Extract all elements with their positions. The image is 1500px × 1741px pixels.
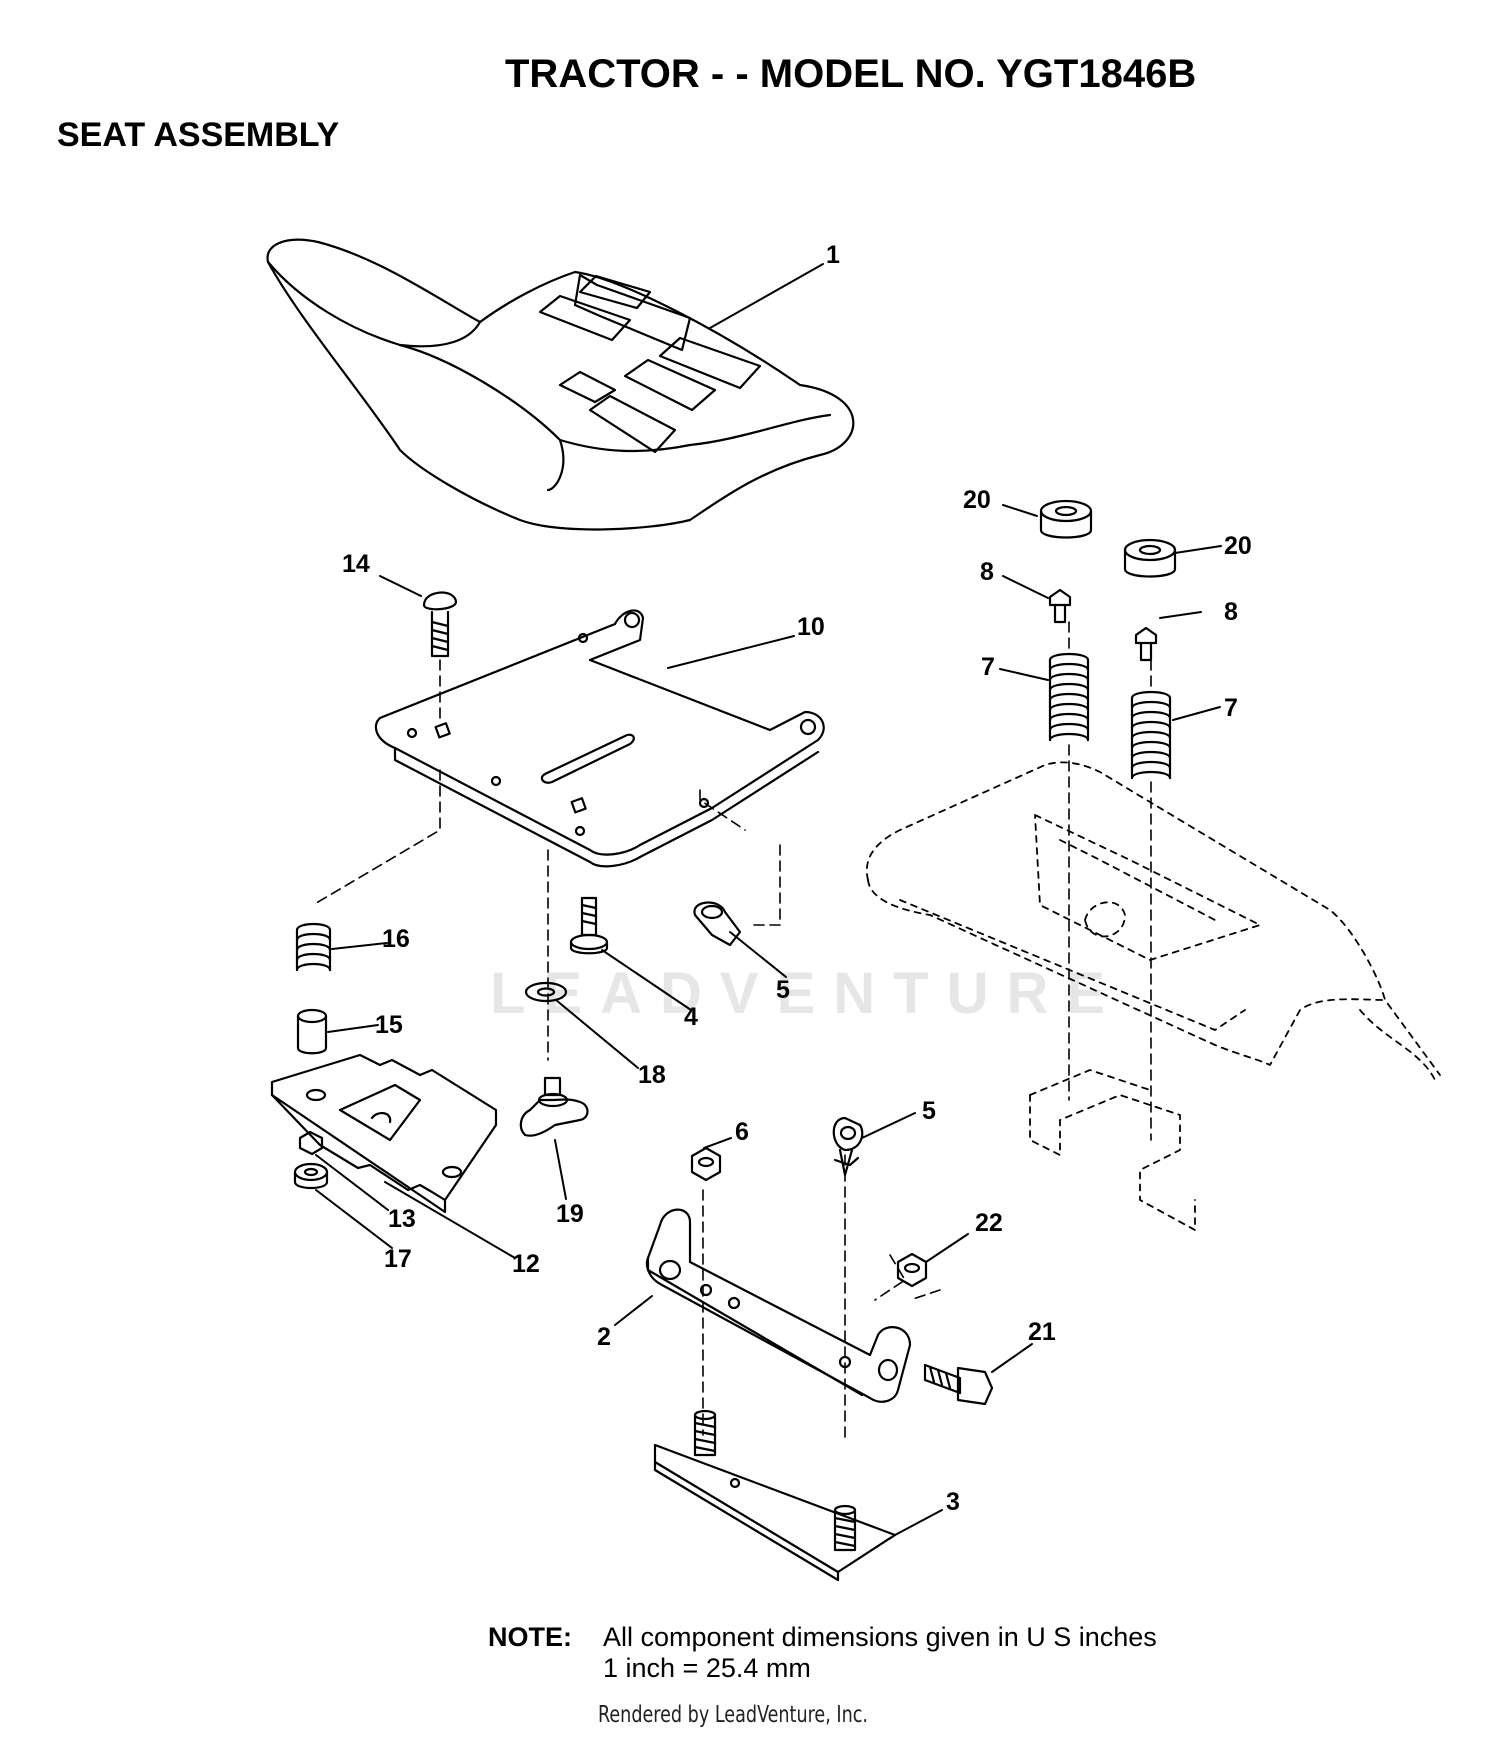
lock-washer-part xyxy=(293,1162,329,1190)
callout-21: 21 xyxy=(1028,1318,1056,1346)
spring-and-cap-parts xyxy=(1039,499,1177,780)
knob-part xyxy=(519,1076,589,1137)
footer-credit: Rendered by LeadVenture, Inc. xyxy=(598,1702,868,1728)
nut-part xyxy=(298,1130,324,1156)
flange-screw-part xyxy=(569,896,609,955)
callout-1: 1 xyxy=(826,241,840,269)
seat-pan-part xyxy=(374,609,825,868)
callout-labels: 1 2 3 4 5 5 6 7 7 8 8 10 12 13 14 15 16 … xyxy=(342,241,1252,1516)
callout-16: 16 xyxy=(382,925,410,953)
callout-7-right: 7 xyxy=(1224,694,1238,722)
clip-part-lower xyxy=(832,1116,864,1177)
callout-15: 15 xyxy=(375,1011,403,1039)
section-title: SEAT ASSEMBLY xyxy=(57,116,340,154)
watermark: LEADVENTURE xyxy=(490,961,1124,1026)
carriage-bolt-part xyxy=(422,591,458,658)
alignment-lines xyxy=(312,621,1152,1441)
callout-22: 22 xyxy=(975,1209,1003,1237)
hex-nut-part xyxy=(690,1146,722,1182)
callout-4: 4 xyxy=(684,1003,698,1031)
page-title: TRACTOR - - MODEL NO. YGT1846B xyxy=(505,52,1197,96)
note-label: NOTE: xyxy=(488,1622,572,1652)
callout-8-right: 8 xyxy=(1224,598,1238,626)
spacer-part xyxy=(296,1008,328,1055)
callout-8-left: 8 xyxy=(980,558,994,586)
slide-plate-part xyxy=(270,1053,498,1214)
flange-nut-part xyxy=(896,1252,928,1288)
washer-part xyxy=(524,981,568,1003)
callout-12: 12 xyxy=(512,1250,540,1278)
callout-20-right: 20 xyxy=(1224,532,1252,560)
callout-5-lower: 5 xyxy=(922,1097,936,1125)
callout-19: 19 xyxy=(556,1200,584,1228)
stud-plate-part xyxy=(653,1409,897,1582)
callout-5-upper: 5 xyxy=(776,976,790,1004)
callout-6: 6 xyxy=(735,1118,749,1146)
callout-3: 3 xyxy=(946,1488,960,1516)
note-line-2: 1 inch = 25.4 mm xyxy=(603,1653,811,1683)
spring-part xyxy=(295,922,332,972)
callout-17: 17 xyxy=(384,1245,412,1273)
leader-lines xyxy=(315,263,1222,1536)
bracket-part xyxy=(645,1208,912,1403)
note-line-1: All component dimensions given in U S in… xyxy=(603,1622,1157,1652)
callout-2: 2 xyxy=(597,1323,611,1351)
callout-18: 18 xyxy=(638,1061,666,1089)
clip-part-upper xyxy=(693,901,742,947)
callout-20-left: 20 xyxy=(963,486,991,514)
callout-10: 10 xyxy=(797,613,825,641)
seat-part xyxy=(266,238,855,531)
callout-13: 13 xyxy=(388,1205,416,1233)
hex-bolt-part xyxy=(923,1363,994,1406)
callout-7-left: 7 xyxy=(981,653,995,681)
fender-reference-outline xyxy=(865,761,1441,1231)
callout-14: 14 xyxy=(342,550,370,578)
